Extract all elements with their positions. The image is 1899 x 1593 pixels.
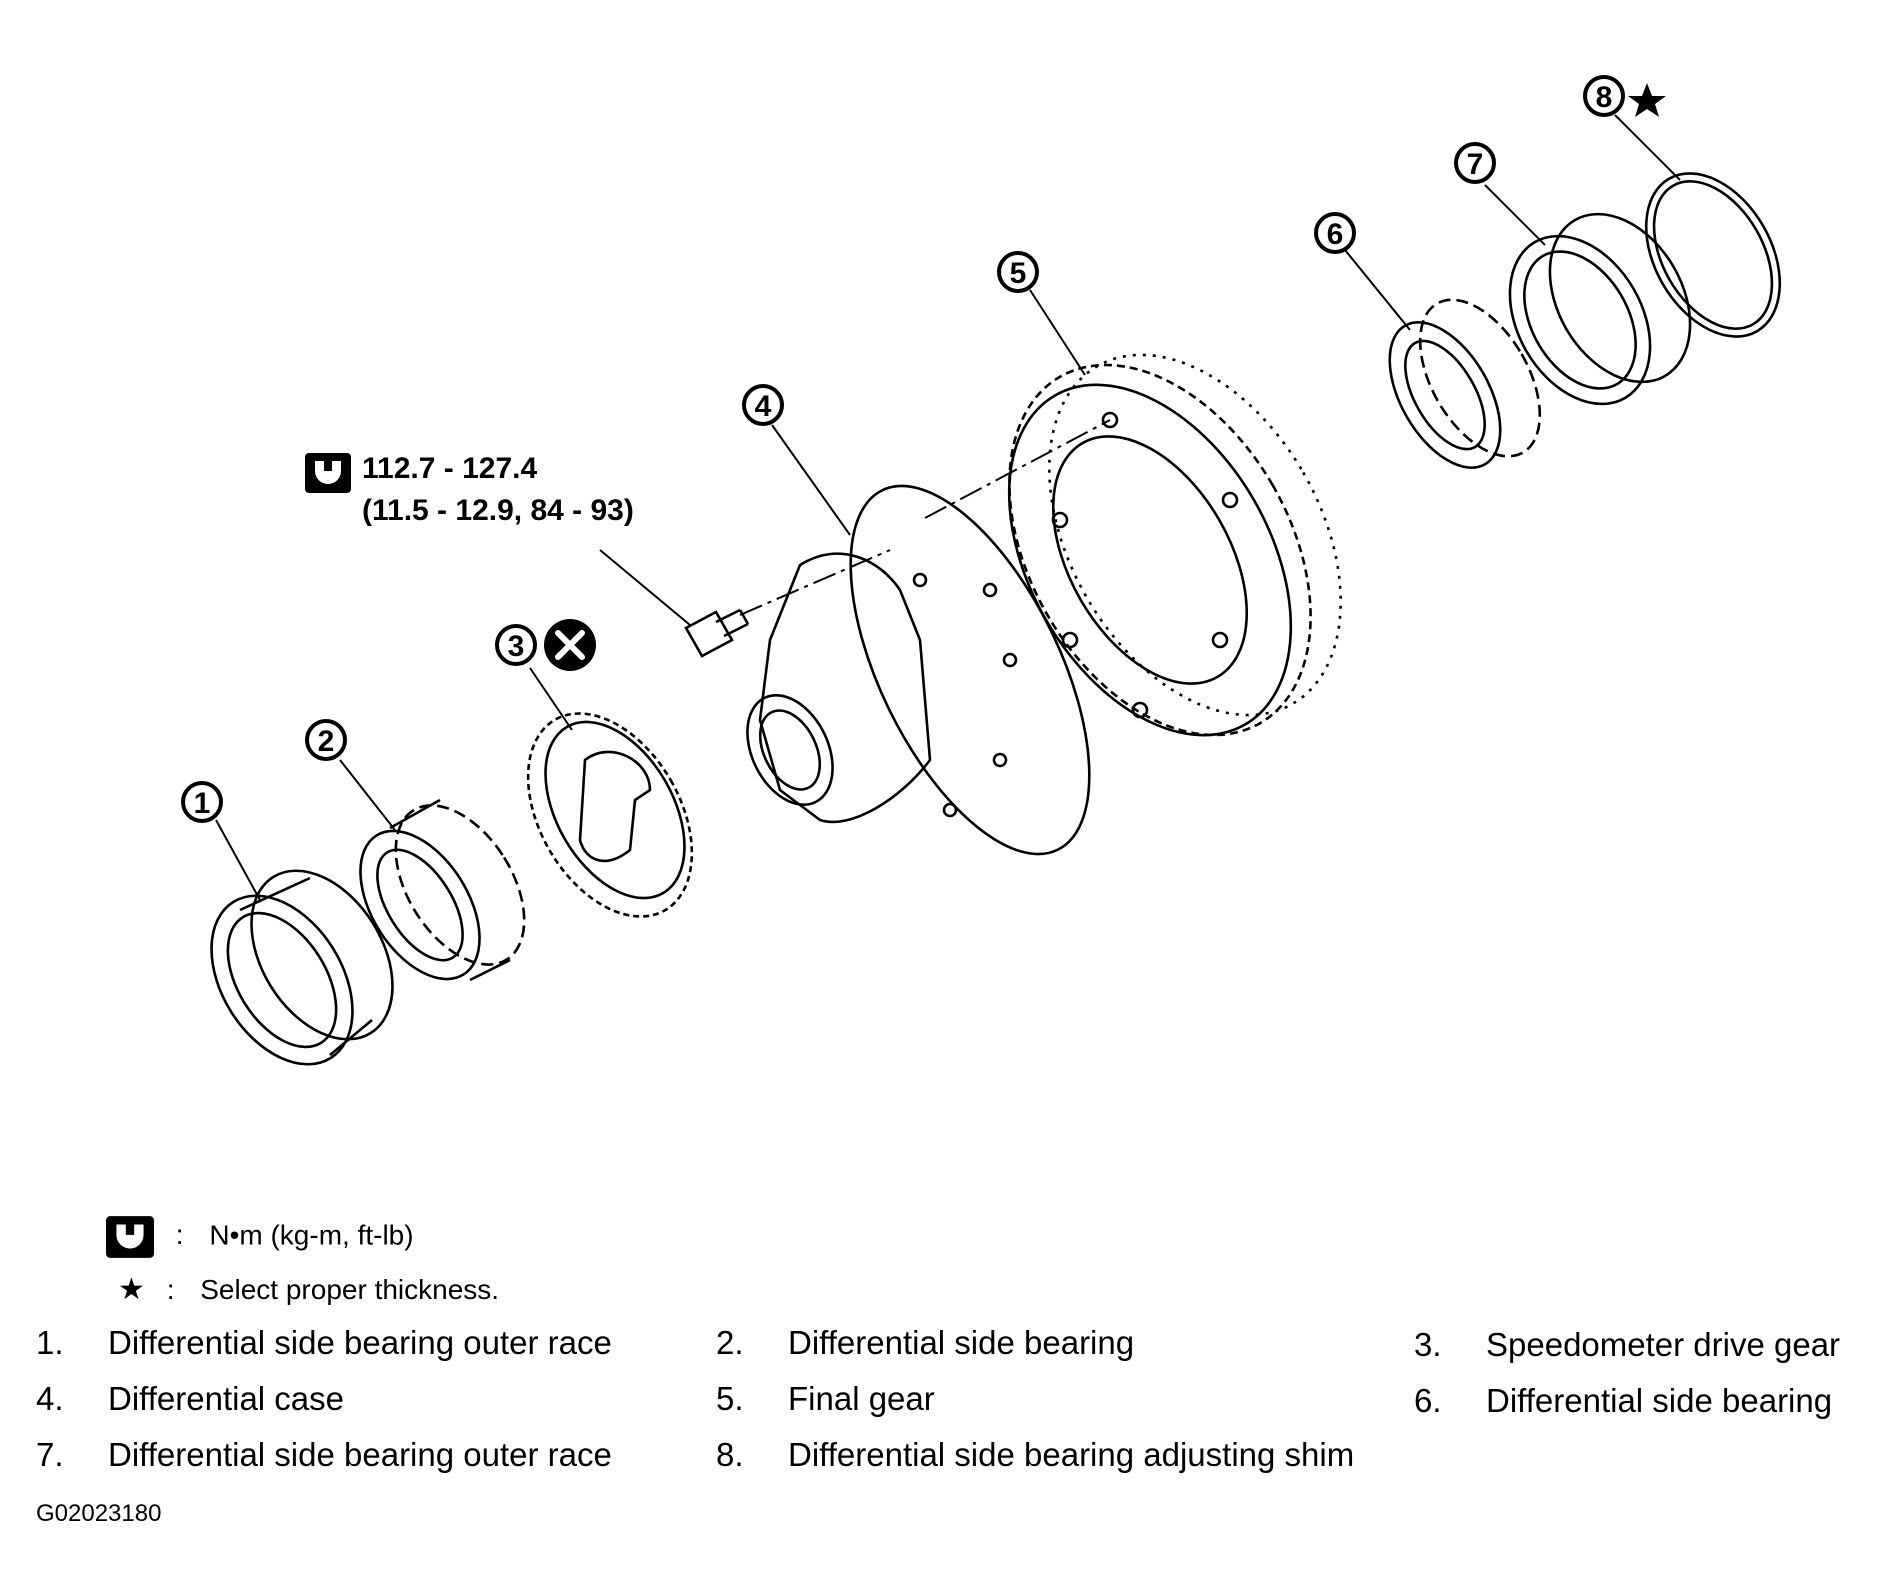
- torque-spec-nm: 112.7 - 127.4: [362, 452, 538, 485]
- legend-star: ★ : Select proper thickness.: [118, 1272, 499, 1307]
- part-item: 5.Final gear: [716, 1380, 935, 1417]
- callout-7: 7: [1454, 142, 1496, 184]
- part-7-outer-race: [1508, 212, 1692, 406]
- torque-wrench-icon: [305, 453, 351, 493]
- part-item: 4.Differential case: [36, 1380, 345, 1417]
- svg-text:4: 4: [755, 390, 772, 423]
- callout-2: 2: [305, 719, 347, 761]
- svg-text:7: 7: [1467, 148, 1484, 181]
- torque-spec-alt: (11.5 - 12.9, 84 - 93): [362, 494, 634, 527]
- part-6-bearing: [1388, 298, 1542, 469]
- svg-text:1: 1: [194, 787, 211, 820]
- figure-code: G02023180: [36, 1500, 162, 1527]
- callout-1: 1: [181, 781, 223, 823]
- alignment-lines: [739, 419, 1111, 616]
- callout-5: 5: [997, 251, 1039, 293]
- part-1-outer-race: [210, 869, 394, 1066]
- svg-text:2: 2: [318, 725, 335, 758]
- part-item: 1.Differential side bearing outer race: [36, 1324, 612, 1361]
- part-4-differential-case: [746, 484, 1091, 856]
- legend-torque-text: N•m (kg-m, ft-lb): [209, 1219, 414, 1251]
- part-2-bearing: [359, 798, 526, 982]
- part-item: 2.Differential side bearing: [716, 1324, 1135, 1361]
- callouts: 1 2 3 4 5 6 7 8: [181, 75, 1625, 823]
- svg-text:8: 8: [1596, 81, 1613, 114]
- callout-3: 3: [495, 624, 537, 666]
- legend-separator: :: [175, 1219, 184, 1251]
- legend-torque: : N•m (kg-m, ft-lb): [106, 1216, 414, 1258]
- torque-spec: 112.7 - 127.4 (11.5 - 12.9, 84 - 93): [362, 448, 634, 532]
- torque-wrench-icon: [106, 1216, 154, 1258]
- part-3-speedo-gear: [526, 712, 694, 918]
- callout-6: 6: [1314, 212, 1356, 254]
- part-item: 7.Differential side bearing outer race: [36, 1436, 612, 1473]
- svg-text:5: 5: [1010, 257, 1027, 290]
- bolt: [684, 608, 750, 658]
- part-item: 6.Differential side bearing: [1414, 1382, 1833, 1419]
- circled-x-icon: [544, 619, 596, 671]
- star-icon: [1628, 83, 1666, 117]
- svg-text:6: 6: [1327, 218, 1344, 251]
- part-item: 8.Differential side bearing adjusting sh…: [716, 1436, 1355, 1473]
- part-8-shim: [1644, 172, 1782, 338]
- star-icon: ★: [118, 1273, 145, 1306]
- legend-separator: :: [166, 1274, 175, 1305]
- svg-text:3: 3: [508, 630, 525, 663]
- leader-lines: [215, 114, 1681, 901]
- part-item: 3.Speedometer drive gear: [1414, 1326, 1841, 1363]
- part-5-final-gear: [1007, 353, 1342, 737]
- exploded-view-diagram: 1 2 3 4 5 6 7 8: [181, 75, 1782, 1066]
- callout-8: 8: [1583, 75, 1625, 117]
- callout-4: 4: [742, 384, 784, 426]
- legend-star-text: Select proper thickness.: [200, 1274, 500, 1305]
